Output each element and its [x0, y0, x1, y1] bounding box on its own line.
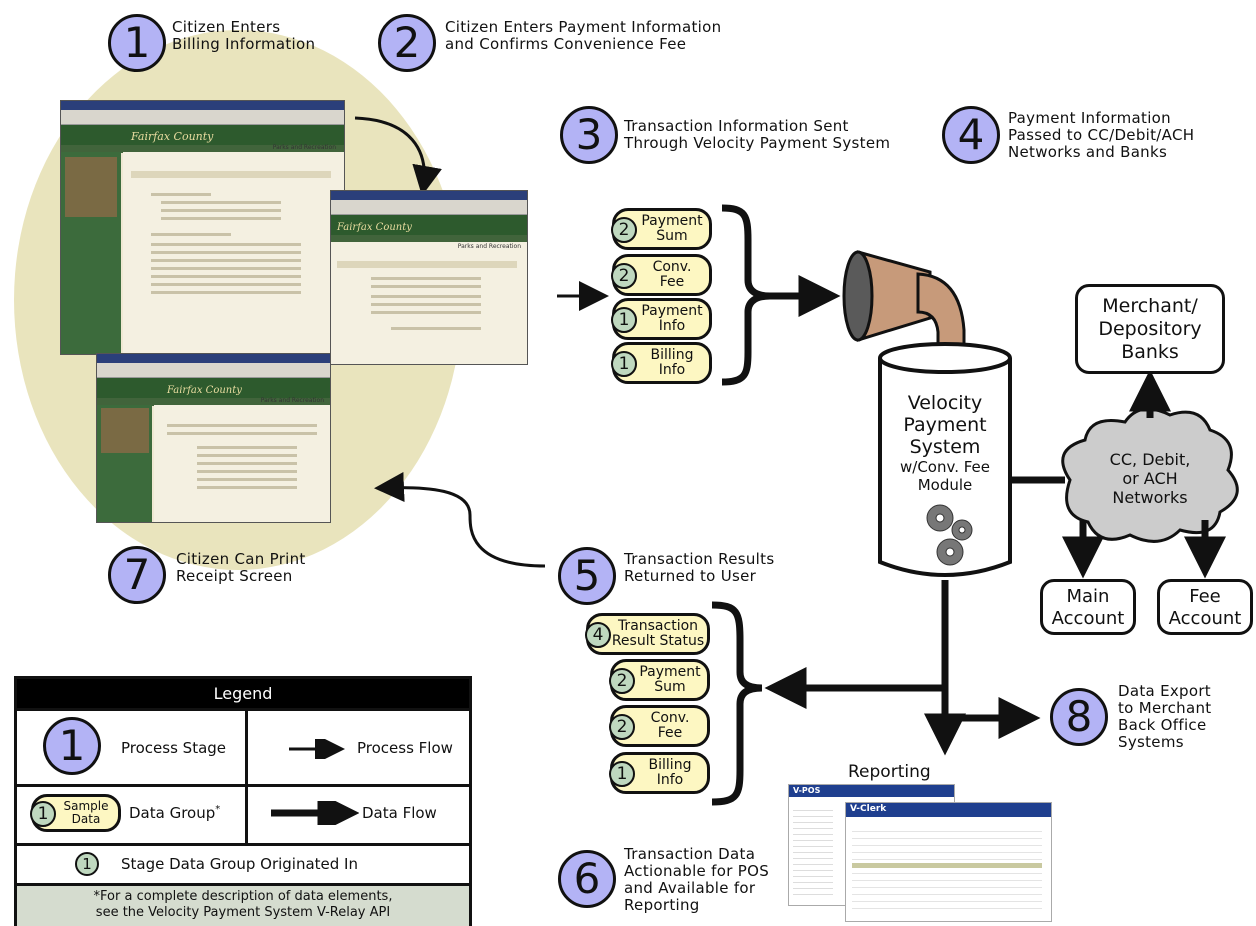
legend-note: *For a complete description of data elem…	[93, 889, 393, 920]
stage-2-badge: 2	[378, 14, 436, 72]
stage-8-badge: 8	[1050, 688, 1108, 746]
network-cloud	[1061, 407, 1239, 543]
payment-screen-screenshot: Fairfax County Parks and Recreation	[330, 190, 528, 365]
stage-1-badge: 1	[108, 14, 166, 72]
billing-screen-screenshot: Fairfax County Parks and Recreation	[60, 100, 345, 355]
inbound-bracket	[721, 204, 771, 386]
legend-origin-text: Stage Data Group Originated In	[121, 855, 358, 873]
outbound-bracket	[711, 601, 763, 806]
inbound-data-group-conv-fee: 2 Conv.Fee	[611, 254, 712, 296]
stage-4-badge: 4	[942, 106, 1000, 164]
stage-6-badge: 6	[558, 850, 616, 908]
legend-process-flow-text: Process Flow	[357, 739, 453, 757]
legend-data-group-text: Data Group*	[129, 804, 221, 822]
stage-7-badge: 7	[108, 546, 166, 604]
reporting-label: Reporting	[848, 762, 931, 782]
receipt-screen-screenshot: Fairfax County Parks and Recreation	[96, 353, 331, 523]
stage-3-badge: 3	[560, 106, 618, 164]
payment-system-cylinder	[878, 358, 1012, 577]
legend-title: Legend	[17, 679, 469, 708]
gears-icon	[926, 504, 973, 566]
process-flow-arrow-1-2	[354, 116, 442, 196]
process-flow-arrow-5-7	[374, 472, 546, 568]
legend-data-flow-text: Data Flow	[362, 804, 437, 822]
report-screenshot-front: V-Clerk	[845, 802, 1052, 922]
outbound-data-group-conv-fee: 2 Conv.Fee	[609, 705, 710, 747]
legend: Legend 1 Process Stage Process Flow 1 Sa…	[14, 676, 472, 926]
stage-5-badge: 5	[558, 547, 616, 605]
legend-origin-badge: 1	[75, 852, 99, 876]
legend-process-stage-text: Process Stage	[121, 739, 227, 757]
legend-stage-badge: 1	[43, 717, 101, 775]
payment-system-label: Velocity Payment System w/Conv. Fee Modu…	[900, 392, 990, 494]
